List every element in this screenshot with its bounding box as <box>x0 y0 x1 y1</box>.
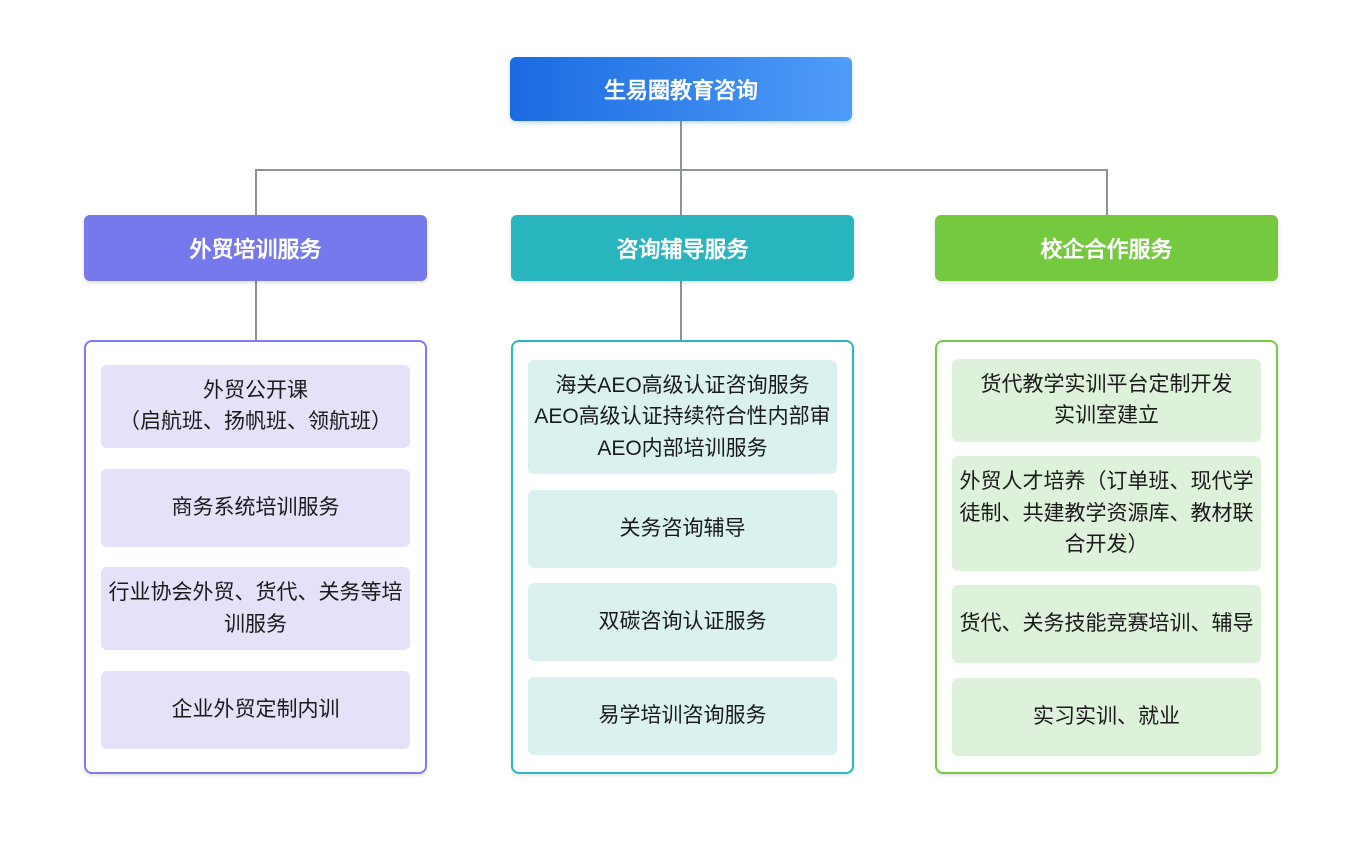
service-item: 货代教学实训平台定制开发 实训室建立 <box>952 358 1261 442</box>
root-node-label: 生易圈教育咨询 <box>603 78 758 103</box>
service-item: 企业外贸定制内训 <box>101 671 410 750</box>
service-item: 双碳咨询认证服务 <box>528 583 837 661</box>
branch-header-label: 校企合作服务 <box>1040 237 1173 262</box>
service-item: 海关AEO高级认证咨询服务 AEO高级认证持续符合性内部审 AEO内部培训服务 <box>528 359 837 474</box>
service-item: 易学培训咨询服务 <box>528 676 837 755</box>
branch-header-label: 咨询辅导服务 <box>616 237 749 262</box>
connector-branch-2-to-container <box>680 281 682 340</box>
branch-container-school-enterprise: 货代教学实训平台定制开发 实训室建立 外贸人才培养（订单班、现代学徒制、共建教学… <box>935 340 1278 774</box>
branch-header-school-enterprise: 校企合作服务 <box>935 215 1278 281</box>
connector-root-to-bus <box>680 121 682 170</box>
branch-header-consulting-coaching: 咨询辅导服务 <box>511 215 854 281</box>
service-item: 外贸公开课 （启航班、扬帆班、领航班） <box>101 364 410 448</box>
root-node: 生易圈教育咨询 <box>510 57 852 121</box>
branch-container-foreign-trade-training: 外贸公开课 （启航班、扬帆班、领航班） 商务系统培训服务 行业协会外贸、货代、关… <box>84 340 427 774</box>
service-item: 关务咨询辅导 <box>528 489 837 568</box>
connector-bus-to-branch-2 <box>680 169 682 215</box>
connector-branch-1-to-container <box>255 281 257 340</box>
service-item: 商务系统培训服务 <box>101 468 410 547</box>
connector-bus-to-branch-3 <box>1106 169 1108 215</box>
service-item: 货代、关务技能竞赛培训、辅导 <box>952 585 1261 663</box>
connector-bus-to-branch-1 <box>255 169 257 215</box>
service-item: 行业协会外贸、货代、关务等培训服务 <box>101 567 410 651</box>
branch-container-consulting-coaching: 海关AEO高级认证咨询服务 AEO高级认证持续符合性内部审 AEO内部培训服务 … <box>511 340 854 774</box>
branch-header-label: 外贸培训服务 <box>189 237 322 262</box>
branch-header-foreign-trade-training: 外贸培训服务 <box>84 215 427 281</box>
service-item: 实习实训、就业 <box>952 677 1261 756</box>
service-item: 外贸人才培养（订单班、现代学徒制、共建教学资源库、教材联合开发） <box>952 456 1261 571</box>
